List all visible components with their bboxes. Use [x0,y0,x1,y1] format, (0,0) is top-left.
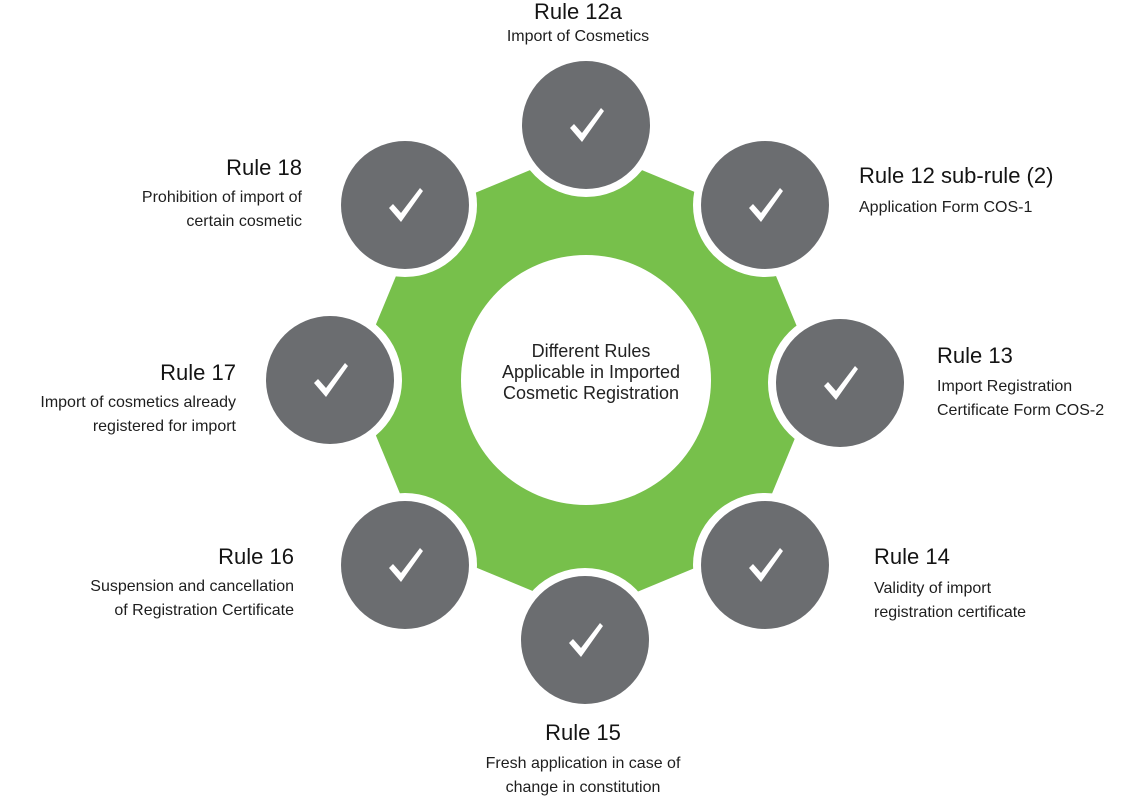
checkmark-icon [389,188,423,222]
checkmark-icon [824,366,858,400]
rule-description-line: Application Form COS-1 [859,199,1033,216]
rule-12-sub-rule-2-label: Rule 12 sub-rule (2) Application Form CO… [859,163,1053,220]
rule-18-label: Rule 18 Prohibition of import of certain… [142,155,302,234]
center-hub [461,255,711,505]
checkmark-icon [749,188,783,222]
rule-description-line: registered for import [92,418,236,435]
rule-description-line: Import Registration [937,378,1073,395]
rule-17-node [266,316,394,444]
rule-14-label: Rule 14 Validity of import registration … [874,544,1026,625]
center-label: Different Rules Applicable in Imported C… [471,341,711,404]
rule-description-line: of Registration Certificate [114,602,294,619]
rule-description-line: Fresh application in case of [485,755,681,772]
rule-title: Rule 12 sub-rule (2) [859,163,1054,188]
rule-title: Rule 15 [545,720,621,745]
rule-16-node [341,501,469,629]
rule-13-node [776,319,904,447]
rule-description-line: Certificate Form COS-2 [937,402,1105,419]
rule-description-line: change in constitution [505,779,661,796]
center-line-3: Cosmetic Registration [502,383,680,403]
rule-description-line: Suspension and cancellation [90,578,294,595]
rule-title: Rule 17 [160,360,236,385]
rule-description-line: Prohibition of import of [141,189,302,206]
rule-description-line: Validity of import [874,580,992,597]
checkmark-icon [570,108,604,142]
rule-title: Rule 13 [937,343,1013,368]
rule-description-line: registration certificate [874,604,1027,621]
rule-18-node [341,141,469,269]
checkmark-icon [314,363,348,397]
rule-description-line: Import of Cosmetics [506,28,650,45]
checkmark-icon [389,548,423,582]
rule-17-label: Rule 17 Import of cosmetics already regi… [40,360,236,439]
rule-15-label: Rule 15 Fresh application in case of cha… [433,720,733,800]
rule-16-label: Rule 16 Suspension and cancellation of R… [90,544,294,623]
checkmark-icon [749,548,783,582]
rule-title: Rule 14 [874,544,950,569]
rule-description-line: Import of cosmetics already [40,394,236,411]
rule-14-node [701,501,829,629]
rule-12-sub-rule-2-node [701,141,829,269]
rule-title: Rule 16 [218,544,294,569]
center-line-2: Applicable in Imported [501,362,681,382]
center-line-1: Different Rules [531,341,651,361]
rule-title: Rule 12a [533,0,623,24]
rule-title: Rule 18 [226,155,302,180]
rule-15-node [521,576,649,704]
rule-13-label: Rule 13 Import Registration Certificate … [937,343,1104,423]
checkmark-icon [569,623,603,657]
rule-12a-node [522,61,650,189]
rule-description-line: certain cosmetic [186,213,302,230]
rule-12a-label: Rule 12a Import of Cosmetics [478,0,678,49]
